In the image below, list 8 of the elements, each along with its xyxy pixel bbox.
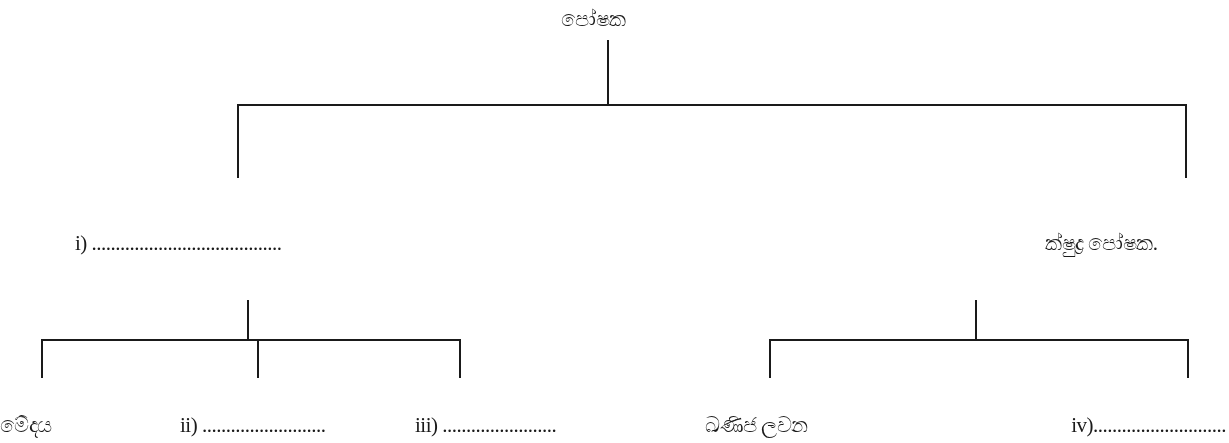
node-label: ii) .......................... [180, 412, 326, 438]
node-label: මේදය [0, 412, 52, 438]
node-label: i) ........................................ [75, 230, 282, 256]
node-label: ක්ෂුද්‍ර පෝෂක. [1045, 230, 1158, 256]
node-label: ඛණිජ ලවන [705, 412, 808, 438]
node-label: පෝෂක [561, 6, 626, 32]
node-label: iii) ........................ [415, 412, 557, 438]
node-label: iv)............................ [1071, 412, 1226, 438]
